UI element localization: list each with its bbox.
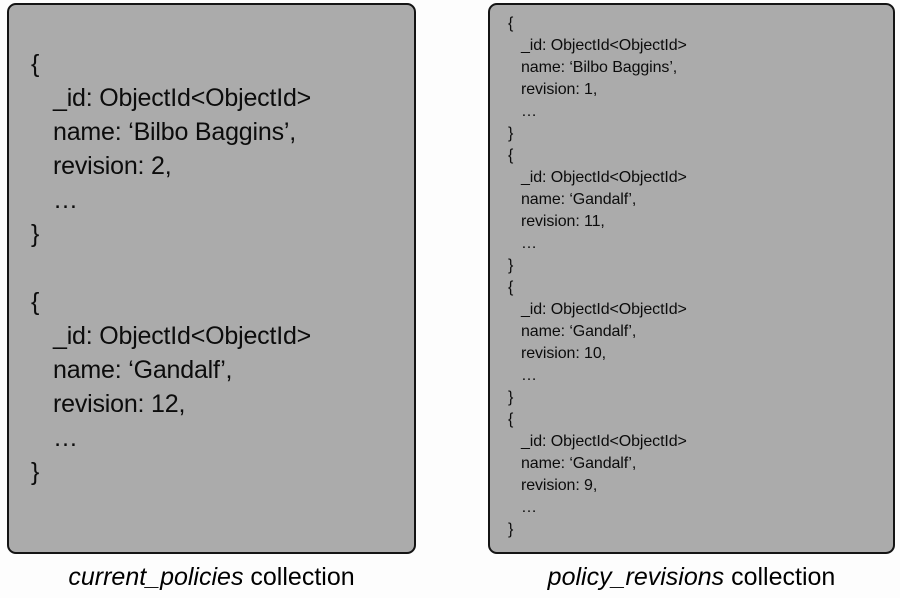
document-card: { _id: ObjectId<ObjectId> name: ‘Bilbo B… [508,13,885,145]
field-id: _id: ObjectId<ObjectId> [53,84,312,112]
close-brace: } [508,125,514,142]
field-name: name: ‘Bilbo Baggins’, [53,118,296,146]
field-name: name: ‘Bilbo Baggins’, [521,59,678,76]
field-name: name: ‘Gandalf’, [521,455,637,472]
field-revision: revision: 11, [521,213,605,230]
ellipsis: … [521,235,537,252]
field-id: _id: ObjectId<ObjectId> [521,301,687,318]
field-revision: revision: 9, [521,477,598,494]
policy-revisions-panel: { _id: ObjectId<ObjectId> name: ‘Bilbo B… [488,3,895,554]
collection-suffix: collection [243,563,355,591]
document-card: { _id: ObjectId<ObjectId> name: ‘Gandalf… [508,145,885,277]
collection-suffix: collection [724,563,836,591]
field-name: name: ‘Gandalf’, [521,323,637,340]
document-card: { _id: ObjectId<ObjectId> name: ‘Gandalf… [508,409,885,541]
current-policies-panel: { _id: ObjectId<ObjectId> name: ‘Bilbo B… [7,3,416,554]
open-brace: { [31,50,40,78]
field-id: _id: ObjectId<ObjectId> [521,169,687,186]
field-id: _id: ObjectId<ObjectId> [521,37,687,54]
ellipsis: … [521,367,537,384]
ellipsis: … [521,103,537,120]
field-name: name: ‘Gandalf’, [53,356,233,384]
open-brace: { [508,15,514,32]
field-revision: revision: 10, [521,345,606,362]
field-id: _id: ObjectId<ObjectId> [53,322,312,350]
document-card: { _id: ObjectId<ObjectId> name: ‘Gandalf… [508,277,885,409]
collection-name: current_policies [68,563,244,591]
field-revision: revision: 1, [521,81,598,98]
field-id: _id: ObjectId<ObjectId> [521,433,687,450]
open-brace: { [508,411,514,428]
ellipsis: … [53,424,78,452]
document-card: { _id: ObjectId<ObjectId> name: ‘Gandalf… [31,285,406,489]
policy-revisions-caption: policy_revisions collection [488,562,895,592]
open-brace: { [31,288,40,316]
close-brace: } [508,389,514,406]
field-revision: revision: 12, [53,390,186,418]
field-revision: revision: 2, [53,152,172,180]
close-brace: } [31,458,40,486]
open-brace: { [508,147,514,164]
close-brace: } [508,257,514,274]
current-policies-caption: current_policies collection [7,562,416,592]
ellipsis: … [53,186,78,214]
policy-revisions-document-list: { _id: ObjectId<ObjectId> name: ‘Bilbo B… [508,13,885,541]
close-brace: } [508,521,514,538]
document-card: { _id: ObjectId<ObjectId> name: ‘Bilbo B… [31,47,406,251]
current-policies-document-list: { _id: ObjectId<ObjectId> name: ‘Bilbo B… [31,47,406,489]
open-brace: { [508,279,514,296]
collection-name: policy_revisions [547,563,725,591]
field-name: name: ‘Gandalf’, [521,191,637,208]
close-brace: } [31,220,40,248]
ellipsis: … [521,499,537,516]
